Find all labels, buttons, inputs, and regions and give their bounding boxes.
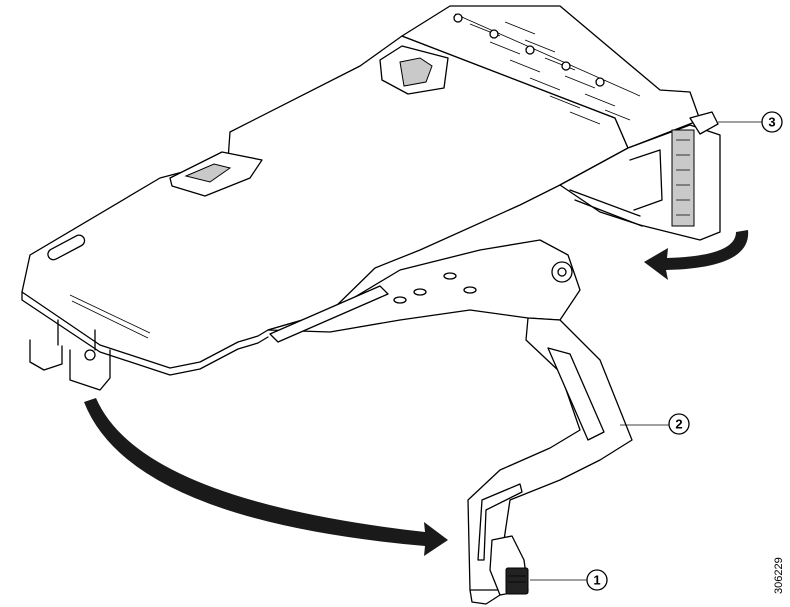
rear-slot-bracket (401, 5, 701, 149)
riser-handle (267, 239, 633, 605)
rotation-arrow-bottom (84, 398, 448, 556)
callout-1-number: 1 (593, 573, 600, 588)
callout-3-number: 3 (768, 115, 775, 130)
figure-id-label: 306229 (773, 557, 785, 594)
callout-2-number: 2 (675, 417, 682, 432)
rotation-arrow-top (644, 230, 749, 280)
rear-latch (559, 111, 721, 241)
callout-3: 3 (718, 111, 783, 133)
riser-cover-plate (21, 35, 629, 391)
callout-1: 1 (530, 569, 608, 591)
callout-2: 2 (620, 413, 690, 435)
